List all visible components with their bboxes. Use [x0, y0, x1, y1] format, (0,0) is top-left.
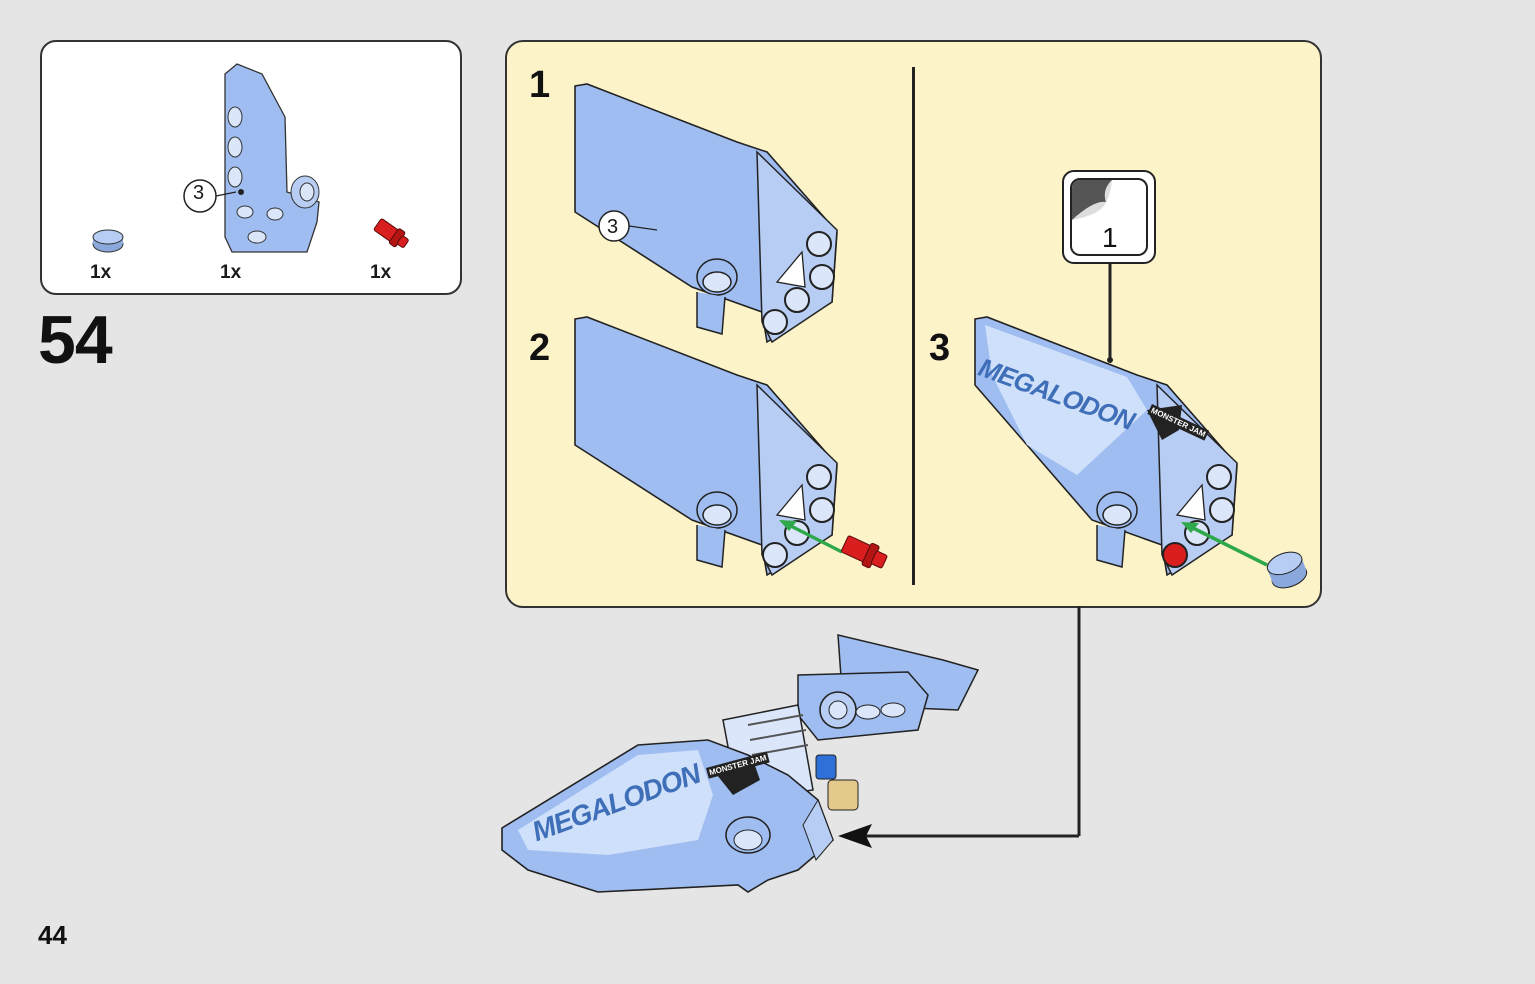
- substep-number-3: 3: [929, 327, 951, 369]
- panel-qty: 1x: [220, 262, 242, 283]
- substep-1-callout-label: 3: [607, 216, 619, 238]
- substep-divider: [912, 67, 915, 585]
- assembly-connector-arrow: [838, 606, 1081, 848]
- parts-list-box: 1x 3 1x 1x: [40, 40, 462, 295]
- step-number: 54: [38, 302, 113, 378]
- round-tile-qty: 1x: [90, 262, 112, 283]
- sticker-leader-line: [1107, 264, 1113, 363]
- substep-number-1: 1: [529, 64, 551, 106]
- page-number: 44: [38, 920, 67, 950]
- panel-assembly-3-illustration: [974, 316, 1308, 589]
- callout-label: 3: [193, 182, 205, 204]
- round-tile-part-icon: [92, 229, 124, 253]
- callout-circle-icon: [183, 179, 237, 213]
- sticker-reference-box: 1: [1062, 170, 1156, 264]
- pin-qty: 1x: [370, 262, 392, 283]
- sticker-number: 1: [1102, 222, 1118, 253]
- panel-assembly-1-illustration: [574, 83, 838, 344]
- sticker-icon: 1: [1070, 178, 1148, 256]
- callout-circle-icon: [598, 210, 658, 242]
- sub-assembly-callout: 1 2 3 3: [505, 40, 1322, 608]
- substep-number-2: 2: [529, 327, 551, 369]
- panel-part-icon: [224, 63, 320, 253]
- panel-assembly-2-illustration: [574, 316, 888, 577]
- main-model-illustration: [501, 634, 980, 893]
- red-pin-part-icon: [373, 218, 409, 248]
